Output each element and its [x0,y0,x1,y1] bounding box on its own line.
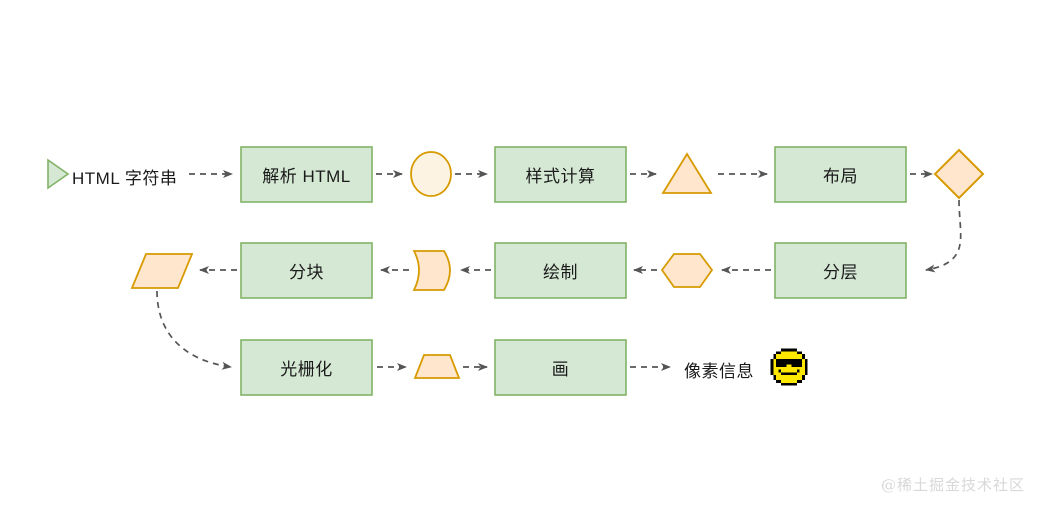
node-draw[interactable] [494,339,627,396]
node-parse-html[interactable] [240,146,373,203]
node-dom-tree[interactable] [410,151,452,197]
label-html-string: HTML 字符串 [72,169,178,188]
connector-tiles-to-rasterize [156,290,232,370]
node-layout[interactable] [774,146,907,203]
connector-group [156,170,962,371]
node-layering[interactable] [774,242,907,299]
label-pixel-info: 像素信息 [684,362,754,381]
node-painting[interactable] [494,242,627,299]
node-rasterize[interactable] [240,339,373,396]
node-tiling[interactable] [240,242,373,299]
node-paint-result[interactable] [412,250,451,291]
node-bitmap-result[interactable] [413,354,461,379]
connector-diamond-to-layering [925,199,962,273]
node-tiles-result[interactable] [130,253,194,289]
node-style-calc[interactable] [494,146,627,203]
cool-face-emoji [768,346,810,388]
node-layer-result[interactable] [660,253,714,288]
node-layout-result[interactable] [933,148,985,200]
watermark: @稀土掘金技术社区 [880,476,1025,494]
node-style-result[interactable] [661,152,713,194]
node-html-string-marker [47,158,70,190]
